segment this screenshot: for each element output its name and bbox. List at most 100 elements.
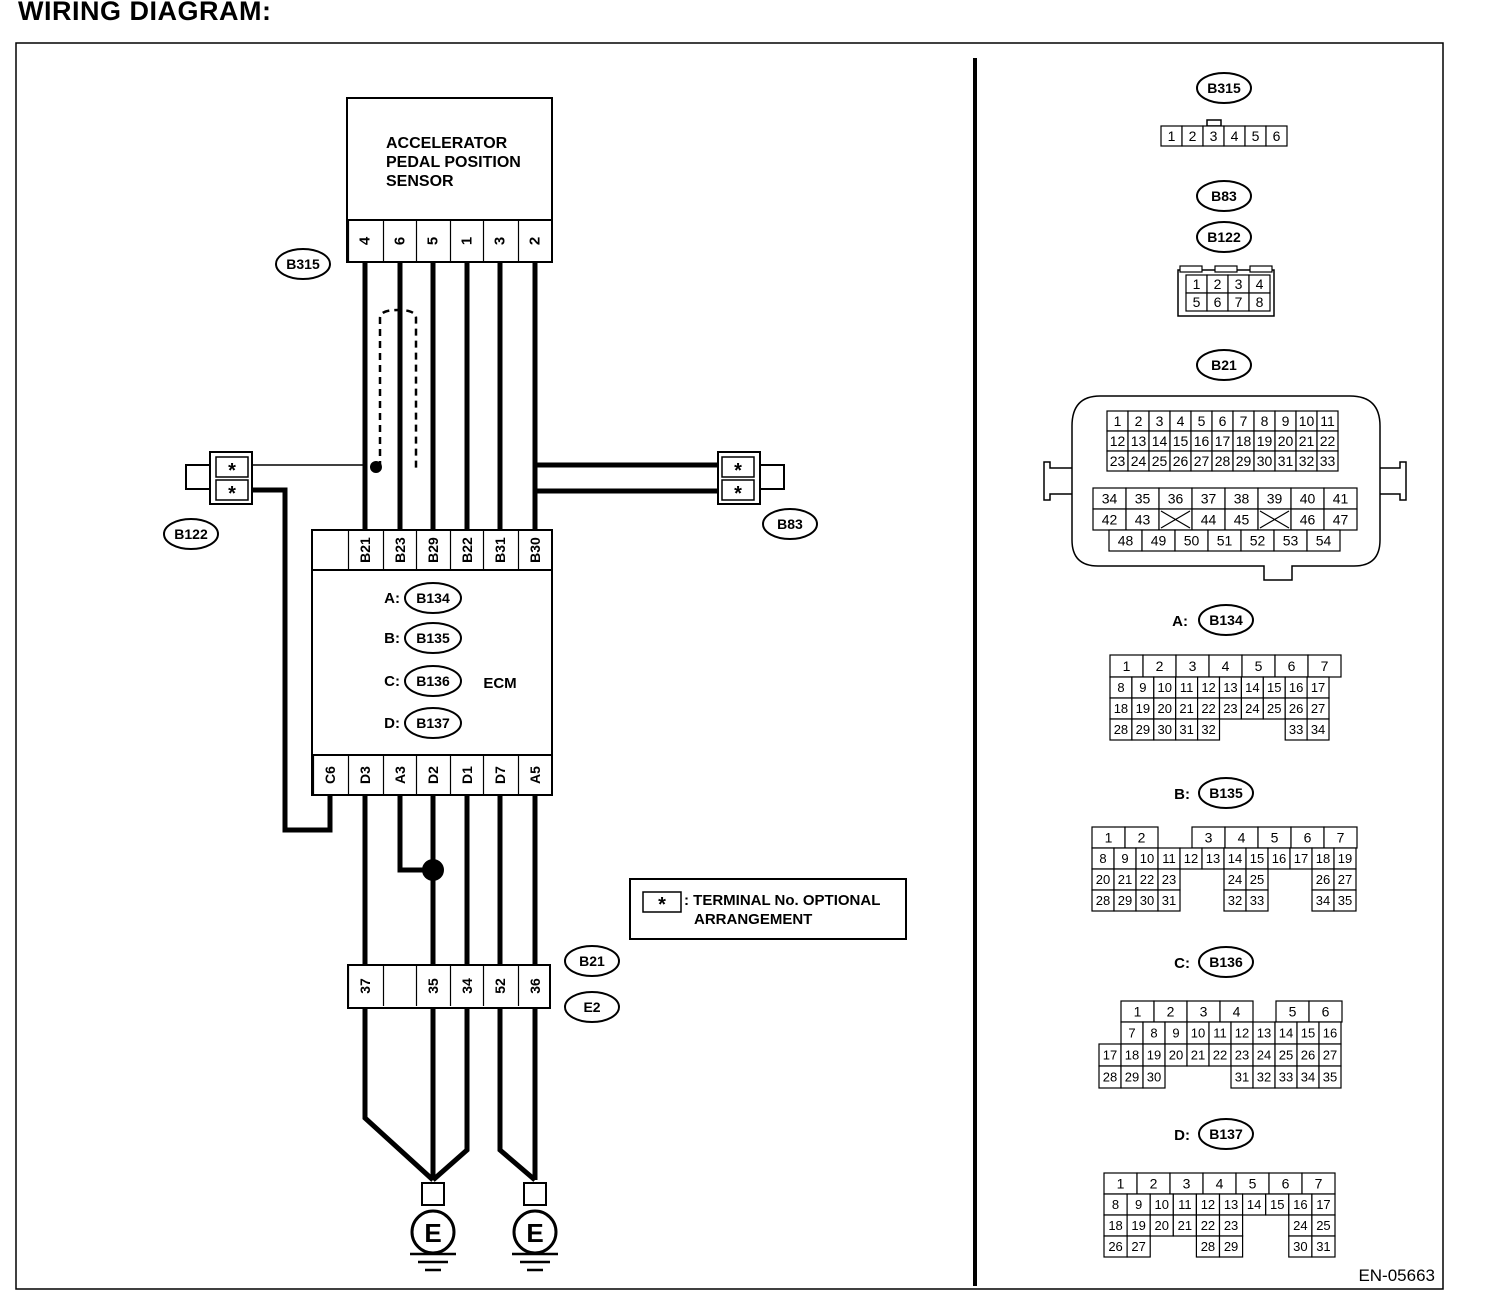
- view-b-grid-pin: 2: [1138, 830, 1146, 846]
- view-b21-grid-pin: 53: [1283, 533, 1299, 549]
- view-a-grid-pin: 24: [1245, 701, 1259, 716]
- b83-pin-1-box: [721, 456, 755, 478]
- view-b83-grid-pin: 4: [1256, 276, 1264, 292]
- view-b21-grid-pin: 17: [1215, 433, 1231, 449]
- sensor-label-2: PEDAL POSITION: [386, 154, 521, 171]
- view-d-grid-pin: 22: [1201, 1218, 1215, 1233]
- view-b315-grid-pin: 3: [1210, 128, 1218, 144]
- view-b-grid-pin: 31: [1162, 893, 1176, 908]
- view-b-grid-pin: 8: [1099, 851, 1106, 866]
- view-b21-grid-pin: 37: [1201, 491, 1217, 507]
- b83-pin-2-box: [721, 479, 755, 501]
- view-c-grid-pin: 32: [1257, 1070, 1271, 1085]
- view-b-grid-pin: 11: [1162, 851, 1176, 866]
- b83-label: B83: [777, 516, 803, 532]
- ecm-label: ECM: [483, 675, 516, 692]
- view-b21-grid-pin: 51: [1217, 533, 1233, 549]
- view-b-oval: [1198, 777, 1254, 809]
- view-a-grid-pin: 13: [1223, 680, 1237, 695]
- view-c-grid-pin: 33: [1279, 1070, 1293, 1085]
- view-c-grid-pin: 31: [1235, 1070, 1249, 1085]
- view-d-grid-pin: 23: [1224, 1218, 1238, 1233]
- view-a-grid-pin: 20: [1158, 701, 1172, 716]
- wires: [252, 262, 720, 1182]
- view-a-grid-pin: 1: [1123, 658, 1131, 674]
- view-a-grid-pin: 22: [1201, 701, 1215, 716]
- view-b315-label: B315: [1207, 80, 1241, 96]
- view-b21-grid-pin: 43: [1135, 512, 1151, 528]
- view-a-grid-pin: 25: [1267, 701, 1281, 716]
- view-b-prefix: B:: [1174, 786, 1190, 803]
- ecm-bottom-pins-6: A5: [527, 766, 543, 784]
- view-b21-grid-pin: 45: [1234, 512, 1250, 528]
- view-a-grid-pin: 16: [1289, 680, 1303, 695]
- view-b-grid-pin: 29: [1118, 893, 1132, 908]
- view-b21-grid-pin: 3: [1156, 413, 1164, 429]
- view-c-grid-pin: 28: [1103, 1070, 1117, 1085]
- view-c-grid-pin: 7: [1128, 1026, 1135, 1041]
- view-b21-grid-pin: 14: [1152, 433, 1168, 449]
- view-a-grid-pin: 3: [1189, 658, 1197, 674]
- view-b-grid-pin: 5: [1271, 830, 1279, 846]
- sensor-pins-1: 6: [392, 237, 409, 245]
- ground-1-label: E: [424, 1218, 441, 1248]
- sensor-pins-3: 1: [459, 237, 476, 245]
- view-a-grid-pin: 4: [1222, 658, 1230, 674]
- ecm-bottom-pins-1: D3: [357, 766, 373, 784]
- view-b21-grid-pin: 26: [1173, 453, 1189, 469]
- view-b-grid-pin: 14: [1228, 851, 1242, 866]
- b83-tab: [759, 464, 785, 490]
- view-c-prefix: C:: [1174, 955, 1190, 972]
- joint-pins-3: 34: [459, 978, 475, 994]
- view-a-grid-pin: 31: [1179, 722, 1193, 737]
- view-b21-grid-pin: 33: [1320, 453, 1336, 469]
- page-title: WIRING DIAGRAM:: [18, 0, 272, 26]
- view-c-grid-pin: 34: [1301, 1070, 1315, 1085]
- view-b-grid-pin: 15: [1250, 851, 1264, 866]
- view-b21-grid-pin: 50: [1184, 533, 1200, 549]
- view-b315-oval: [1196, 72, 1252, 104]
- view-b21-grid-pin: 13: [1131, 433, 1147, 449]
- view-c-grid-pin: 10: [1191, 1026, 1205, 1041]
- view-c-grid-pin: 6: [1322, 1004, 1330, 1020]
- ecm-connector-id-0: B134: [416, 590, 450, 606]
- view-b21-grid-pin: 49: [1151, 533, 1167, 549]
- view-c-grid-pin: 17: [1103, 1048, 1117, 1063]
- ecm-connector-id-1: B135: [416, 630, 450, 646]
- view-b-grid-pin: 7: [1337, 830, 1345, 846]
- view-b21-grid-pin: 41: [1333, 491, 1349, 507]
- view-a-grid-pin: 32: [1201, 722, 1215, 737]
- view-a-grid-pin: 2: [1156, 658, 1164, 674]
- view-b21-grid-pin: 36: [1168, 491, 1184, 507]
- view-b21-grid-pin: 48: [1118, 533, 1134, 549]
- view-d-grid-pin: 29: [1224, 1239, 1238, 1254]
- joint-pins-2: 35: [425, 978, 441, 994]
- view-a-grid-pin: 10: [1158, 680, 1172, 695]
- view-b-grid-pin: 32: [1228, 893, 1242, 908]
- view-b-grid-pin: 27: [1338, 872, 1352, 887]
- view-b-grid-pin: 3: [1205, 830, 1213, 846]
- view-b-grid-pin: 18: [1316, 851, 1330, 866]
- sensor-connector: [346, 219, 553, 263]
- view-b-grid-pin: 12: [1184, 851, 1198, 866]
- view-d-grid-pin: 10: [1155, 1197, 1169, 1212]
- view-d-grid-pin: 18: [1108, 1218, 1122, 1233]
- view-b83-grid-pin: 6: [1214, 294, 1222, 310]
- view-a-grid-pin: 11: [1180, 680, 1194, 695]
- view-b21-grid-pin: 9: [1282, 413, 1290, 429]
- shield-dashed: [378, 308, 418, 468]
- ecm-connector-oval-3: [404, 707, 462, 739]
- ecm-top-pins-3: B22: [459, 537, 475, 563]
- view-c-label: B136: [1209, 954, 1243, 970]
- diagram-frame: [15, 42, 1444, 1290]
- view-a-grid-pin: 33: [1289, 722, 1303, 737]
- view-b-grid-pin: 34: [1316, 893, 1330, 908]
- joint-pins-5: 36: [527, 978, 543, 994]
- view-a-grid-pin: 27: [1311, 701, 1325, 716]
- view-b21-grid-pin: 7: [1240, 413, 1248, 429]
- ecm-connector-oval-2: [404, 665, 462, 697]
- figure-id: EN-05663: [1358, 1266, 1435, 1285]
